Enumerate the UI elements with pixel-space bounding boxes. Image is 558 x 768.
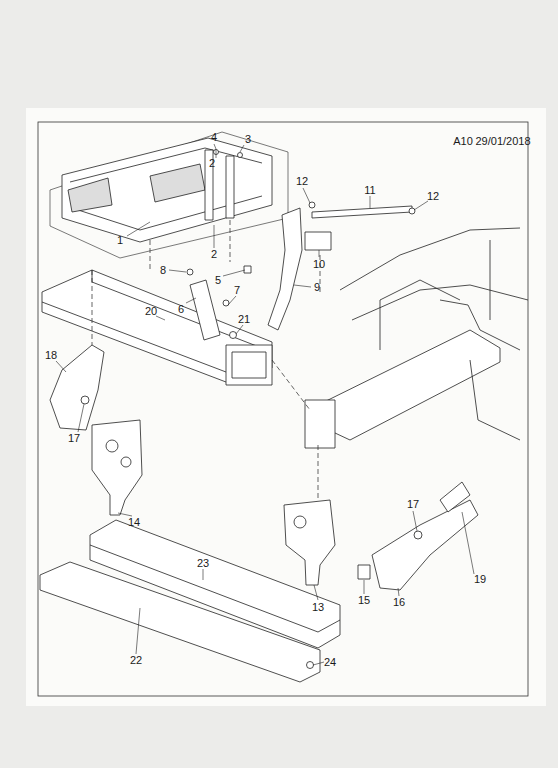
callout-number: 1 <box>117 234 123 246</box>
bracket-16 <box>372 500 478 590</box>
clip-15 <box>358 565 370 579</box>
callout-number: 3 <box>245 133 251 145</box>
callout-number: 13 <box>312 601 324 613</box>
bracket-18 <box>50 345 104 430</box>
shield-14 <box>92 420 142 515</box>
callout-number: 17 <box>407 498 419 510</box>
callout-number: 18 <box>45 349 57 361</box>
callout-number: 20 <box>145 305 157 317</box>
bracket-10 <box>305 232 331 250</box>
callout-number: 12 <box>427 190 439 202</box>
callout-number: 16 <box>393 596 405 608</box>
callout-number: 19 <box>474 573 486 585</box>
callout-number: 17 <box>68 432 80 444</box>
grille-panel <box>62 138 272 242</box>
callout-number: 24 <box>324 656 336 668</box>
callout-number: 12 <box>296 175 308 187</box>
callout-number: 21 <box>238 313 250 325</box>
bracket-6 <box>190 280 220 340</box>
paper-sheet <box>26 108 546 706</box>
callout-number: 2 <box>211 248 217 260</box>
callout-number: 2 <box>209 157 215 169</box>
callout-number: 8 <box>160 264 166 276</box>
callout-number: 11 <box>364 184 375 196</box>
grille-outline-box <box>50 132 288 258</box>
frame <box>38 122 528 696</box>
callout-number: 9 <box>314 281 320 293</box>
lower-spoiler <box>40 562 320 682</box>
callout-number: 14 <box>128 516 140 528</box>
callout-number: 7 <box>234 284 240 296</box>
callout-number: 6 <box>178 303 184 315</box>
callout-number: 5 <box>215 274 221 286</box>
bracket-9 <box>268 208 302 330</box>
rod-11 <box>312 206 412 218</box>
front-rail <box>318 330 500 440</box>
callout-number: 22 <box>130 654 142 666</box>
sheet-code: A10 <box>453 135 473 147</box>
callout-number: 10 <box>313 258 325 270</box>
shield-13 <box>284 500 335 585</box>
callout-number: 23 <box>197 557 209 569</box>
callout-number: 15 <box>358 594 370 606</box>
sheet-date: 29/01/2018 <box>475 135 530 147</box>
callout-number: 4 <box>211 131 217 143</box>
